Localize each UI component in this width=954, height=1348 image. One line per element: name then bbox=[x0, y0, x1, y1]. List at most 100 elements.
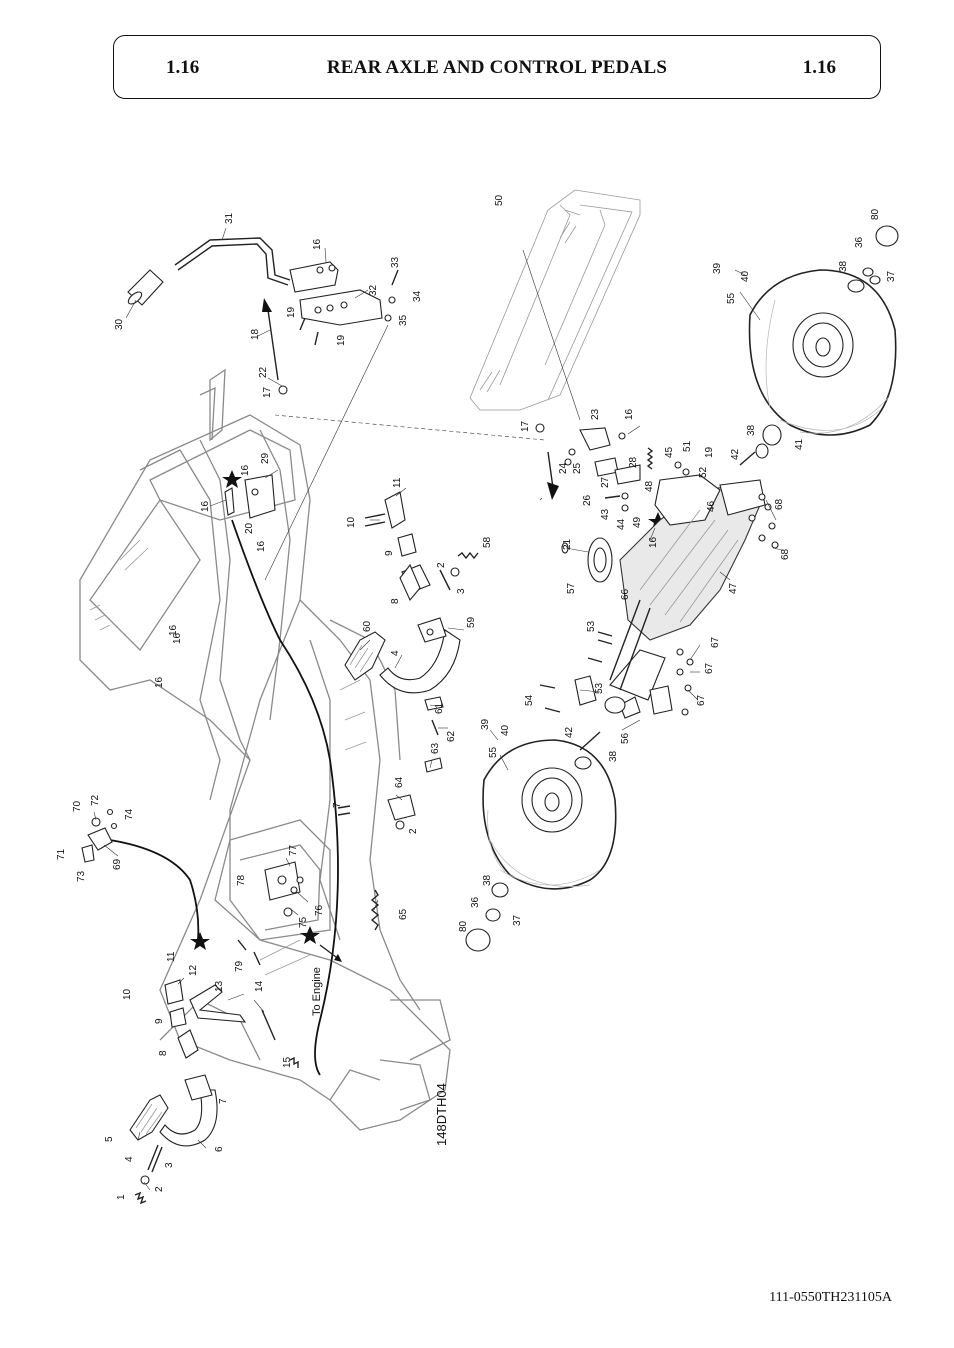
part-label: 60 bbox=[362, 620, 373, 632]
part-label: 16 bbox=[256, 540, 267, 552]
part-label: 65 bbox=[398, 908, 409, 920]
part-label: 79 bbox=[234, 960, 245, 972]
part-label: 4 bbox=[124, 1156, 135, 1162]
part-label: 72 bbox=[90, 794, 101, 806]
pedal-arm bbox=[379, 629, 461, 694]
part-label: 8 bbox=[158, 1050, 169, 1056]
part-label: 19 bbox=[286, 306, 297, 318]
part-label: 16 bbox=[624, 408, 635, 420]
control-lever-assembly bbox=[127, 237, 399, 346]
part-label: 69 bbox=[112, 858, 123, 870]
document-code: 111-0550TH231105A bbox=[769, 1290, 892, 1305]
part-label: 17 bbox=[262, 386, 273, 398]
part-label: 22 bbox=[258, 366, 269, 378]
part-label: 58 bbox=[482, 536, 493, 548]
part-label: 25 bbox=[572, 462, 583, 474]
part-label: 16 bbox=[648, 536, 659, 548]
part-label: 16 bbox=[154, 676, 165, 688]
part-label: 67 bbox=[704, 662, 715, 674]
part-label: 80 bbox=[870, 208, 881, 220]
part-label: 16 bbox=[200, 500, 211, 512]
part-label: 12 bbox=[188, 964, 199, 976]
part-label: 16 bbox=[312, 238, 323, 250]
part-label: 19 bbox=[336, 334, 347, 346]
part-label: 41 bbox=[794, 438, 805, 450]
part-label: 32 bbox=[368, 284, 379, 296]
part-label: 38 bbox=[482, 874, 493, 886]
part-label: 7 bbox=[332, 802, 343, 808]
leader-lines bbox=[93, 227, 783, 1191]
part-label: 48 bbox=[644, 480, 655, 492]
part-label: 4 bbox=[390, 650, 401, 656]
part-label: 17 bbox=[520, 420, 531, 432]
part-label: 37 bbox=[886, 270, 897, 282]
part-label: 55 bbox=[726, 292, 737, 304]
part-label: 26 bbox=[582, 494, 593, 506]
part-label: 78 bbox=[236, 874, 247, 886]
part-label: 7 bbox=[218, 1098, 229, 1104]
part-label: 43 bbox=[600, 508, 611, 520]
part-label: 68 bbox=[780, 548, 791, 560]
chassis-frame bbox=[79, 368, 451, 1131]
part-label: 21 bbox=[562, 538, 573, 550]
rod-assembly bbox=[262, 298, 288, 395]
part-label: 63 bbox=[430, 742, 441, 754]
part-label: 54 bbox=[524, 694, 535, 706]
part-label: 5 bbox=[104, 1136, 115, 1142]
part-label: 20 bbox=[244, 522, 255, 534]
section-number-left: 1.16 bbox=[166, 57, 200, 78]
part-label: 52 bbox=[698, 466, 709, 478]
seat-plate bbox=[469, 189, 641, 411]
pedal-link bbox=[189, 984, 247, 1023]
part-label: 38 bbox=[838, 260, 849, 272]
part-label: 2 bbox=[436, 562, 447, 568]
lever-bracket bbox=[299, 289, 383, 326]
pedal-pad bbox=[344, 631, 386, 681]
part-label: 11 bbox=[166, 951, 177, 962]
section-number-right: 1.16 bbox=[802, 57, 836, 78]
lower-pedal-assembly bbox=[129, 979, 299, 1205]
rear-wheel-right bbox=[739, 225, 899, 466]
part-label: 10 bbox=[346, 516, 357, 528]
drive-cable bbox=[231, 519, 339, 1076]
part-label: 29 bbox=[260, 452, 271, 464]
throttle-control bbox=[81, 808, 118, 863]
part-label: 30 bbox=[114, 318, 125, 330]
part-label: 75 bbox=[298, 916, 309, 928]
part-label: 6 bbox=[214, 1146, 225, 1152]
part-label: 31 bbox=[224, 212, 235, 224]
part-label: 76 bbox=[314, 904, 325, 916]
transaxle bbox=[561, 474, 766, 719]
part-label: 62 bbox=[446, 730, 457, 742]
part-label: 14 bbox=[254, 980, 265, 992]
part-label: 57 bbox=[566, 582, 577, 594]
pivot-plate bbox=[224, 474, 276, 519]
part-label: 64 bbox=[394, 776, 405, 788]
part-label: 44 bbox=[616, 518, 627, 530]
bell-crank bbox=[535, 423, 690, 512]
part-label: 73 bbox=[76, 870, 87, 882]
part-label: 38 bbox=[746, 424, 757, 436]
part-label: 80 bbox=[458, 920, 469, 932]
rear-wheel-left bbox=[465, 731, 617, 952]
part-label: 36 bbox=[470, 896, 481, 908]
part-label: 71 bbox=[56, 848, 67, 860]
part-labels: 30 31 16 32 33 34 35 19 19 18 22 17 29 1… bbox=[56, 194, 897, 1200]
part-label: 16 bbox=[172, 632, 183, 644]
drawing-code: 148DTH04 bbox=[434, 1083, 449, 1146]
part-label: 49 bbox=[632, 516, 643, 528]
page-title: REAR AXLE AND CONTROL PEDALS bbox=[326, 57, 668, 78]
part-label: 10 bbox=[122, 988, 133, 1000]
header-box: 1.16 REAR AXLE AND CONTROL PEDALS 1.16 bbox=[113, 35, 881, 99]
lever-plate bbox=[289, 261, 339, 293]
part-label: 74 bbox=[124, 808, 135, 820]
part-label: 3 bbox=[456, 588, 467, 594]
part-label: 36 bbox=[854, 236, 865, 248]
part-label: 39 bbox=[712, 262, 723, 274]
part-label: 37 bbox=[512, 914, 523, 926]
part-label: 18 bbox=[250, 328, 261, 340]
part-label: 38 bbox=[608, 750, 619, 762]
part-label: 59 bbox=[466, 616, 477, 628]
part-label: 50 bbox=[494, 194, 505, 206]
part-label: 16 bbox=[168, 624, 179, 636]
